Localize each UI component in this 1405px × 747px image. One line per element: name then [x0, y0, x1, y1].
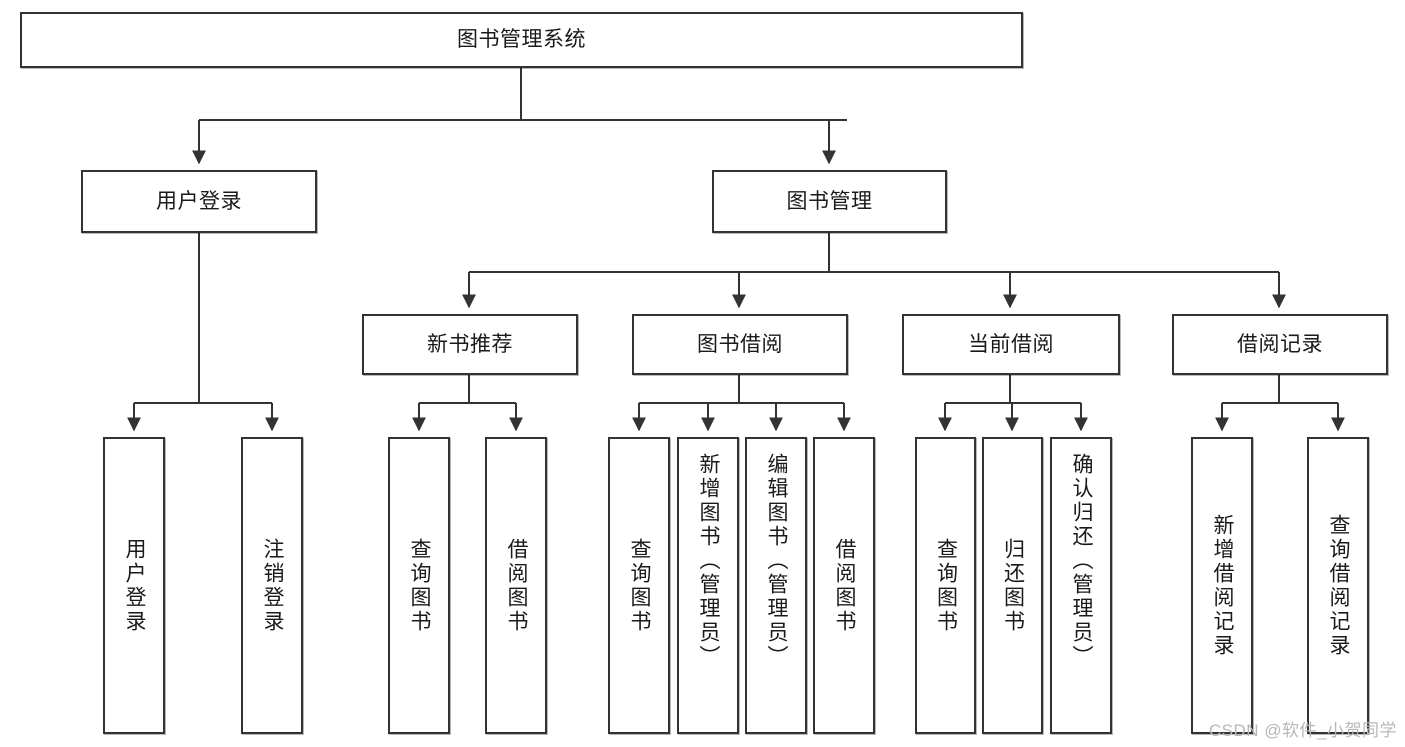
- edges-bookmgmt-to-level2: [462, 233, 1286, 309]
- node-leaf-logout[interactable]: 注销登录: [241, 437, 303, 734]
- node-leaf-query-book-borrow-label: 查询图书: [628, 537, 652, 634]
- node-current-borrow[interactable]: 当前借阅: [902, 314, 1120, 375]
- edges-bookborrow-to-leaves: [632, 375, 851, 432]
- node-new-book-recommend-label: 新书推荐: [427, 332, 513, 356]
- node-leaf-return-book-label: 归还图书: [1001, 537, 1025, 634]
- node-leaf-return-book[interactable]: 归还图书: [982, 437, 1043, 734]
- node-leaf-query-borrow-record[interactable]: 查询借阅记录: [1307, 437, 1369, 734]
- node-leaf-add-borrow-record-label: 新增借阅记录: [1211, 513, 1235, 658]
- node-user-login[interactable]: 用户登录: [81, 170, 317, 233]
- node-book-management-label: 图书管理: [786, 189, 873, 213]
- node-leaf-add-book-admin-label: 新增图书（管理员）: [697, 453, 721, 669]
- node-leaf-query-book-recommend[interactable]: 查询图书: [388, 437, 450, 734]
- node-borrow-record-label: 借阅记录: [1237, 332, 1323, 356]
- node-leaf-borrow-book-label: 借阅图书: [833, 537, 857, 634]
- node-leaf-query-book-current-label: 查询图书: [934, 537, 958, 634]
- node-leaf-logout-label: 注销登录: [261, 537, 285, 634]
- node-leaf-borrow-book[interactable]: 借阅图书: [813, 437, 875, 734]
- node-leaf-confirm-return-admin[interactable]: 确认归还（管理员）: [1050, 437, 1112, 734]
- node-leaf-confirm-return-admin-label: 确认归还（管理员）: [1070, 453, 1094, 669]
- node-leaf-add-borrow-record[interactable]: 新增借阅记录: [1191, 437, 1253, 734]
- node-user-login-label: 用户登录: [156, 189, 242, 213]
- node-leaf-query-book-recommend-label: 查询图书: [408, 537, 432, 634]
- node-root[interactable]: 图书管理系统: [20, 12, 1023, 68]
- node-root-label: 图书管理系统: [457, 28, 586, 52]
- node-book-borrow[interactable]: 图书借阅: [632, 314, 848, 375]
- node-leaf-add-book-admin[interactable]: 新增图书（管理员）: [677, 437, 739, 734]
- edges-borrowrecord-to-leaves: [1215, 375, 1345, 432]
- edges-root-to-level1: [192, 68, 847, 165]
- node-leaf-edit-book-admin-label: 编辑图书（管理员）: [765, 453, 789, 669]
- node-leaf-edit-book-admin[interactable]: 编辑图书（管理员）: [745, 437, 807, 734]
- node-leaf-borrow-book-recommend-label: 借阅图书: [505, 537, 529, 634]
- node-leaf-user-login-label: 用户登录: [123, 537, 147, 634]
- node-leaf-borrow-book-recommend[interactable]: 借阅图书: [485, 437, 547, 734]
- node-leaf-query-borrow-record-label: 查询借阅记录: [1327, 513, 1351, 658]
- edges-recommend-to-leaves: [412, 375, 523, 432]
- node-leaf-query-book-borrow[interactable]: 查询图书: [608, 437, 670, 734]
- csdn-watermark: CSDN @软件_小贺同学: [1208, 721, 1397, 740]
- node-borrow-record[interactable]: 借阅记录: [1172, 314, 1388, 375]
- node-book-management[interactable]: 图书管理: [712, 170, 947, 233]
- node-leaf-query-book-current[interactable]: 查询图书: [915, 437, 976, 734]
- node-new-book-recommend[interactable]: 新书推荐: [362, 314, 578, 375]
- node-book-borrow-label: 图书借阅: [697, 332, 783, 356]
- node-current-borrow-label: 当前借阅: [968, 332, 1054, 356]
- edges-currentborrow-to-leaves: [938, 375, 1088, 432]
- node-leaf-user-login[interactable]: 用户登录: [103, 437, 165, 734]
- edges-userlogin-to-leaves: [127, 233, 279, 432]
